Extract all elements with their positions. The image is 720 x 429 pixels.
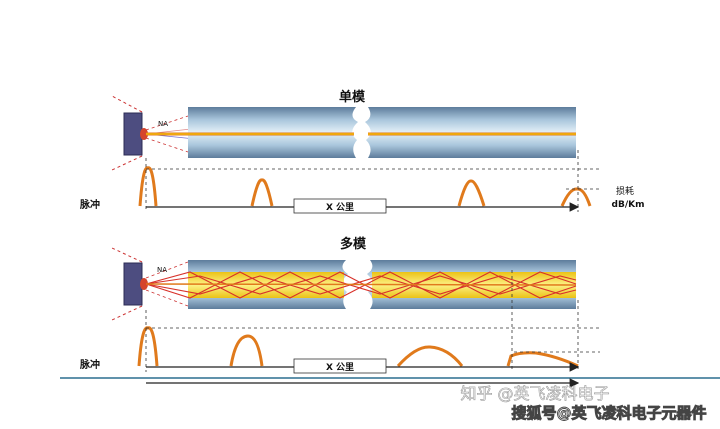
- watermark-sohu: 搜狐号@英飞凌科电子元器件: [511, 404, 706, 422]
- multi-mode-title: 多模: [340, 236, 367, 252]
- multi-mode-guides: [145, 270, 600, 372]
- single-mode-title: 单模: [339, 89, 366, 105]
- loss-label-line1: 损耗: [616, 185, 634, 197]
- multi-mode-rays: [145, 271, 577, 299]
- single-mode-distance-label: X 公里: [326, 202, 354, 213]
- single-mode-guides: [145, 150, 600, 212]
- single-mode-fiber: [146, 107, 576, 158]
- watermark-zhihu: 知乎 @英飞凌科电子: [460, 384, 609, 403]
- single-mode-source: [111, 95, 206, 171]
- multi-mode-distance-label: X 公里: [326, 362, 354, 373]
- multi-mode-pulses: [137, 326, 579, 368]
- single-mode-na-label: NA: [158, 120, 168, 128]
- loss-label-line2: dB/Km: [612, 200, 645, 210]
- multi-mode-distance-box: [293, 358, 387, 374]
- single-mode-pulse-label: 脉冲: [79, 198, 100, 211]
- multi-mode-source: [111, 247, 189, 321]
- single-mode-pulses: [138, 166, 592, 207]
- single-mode-distance-box: [293, 198, 387, 214]
- multi-mode-na-label: NA: [157, 266, 167, 274]
- multi-mode-pulse-label: 脉冲: [79, 358, 100, 371]
